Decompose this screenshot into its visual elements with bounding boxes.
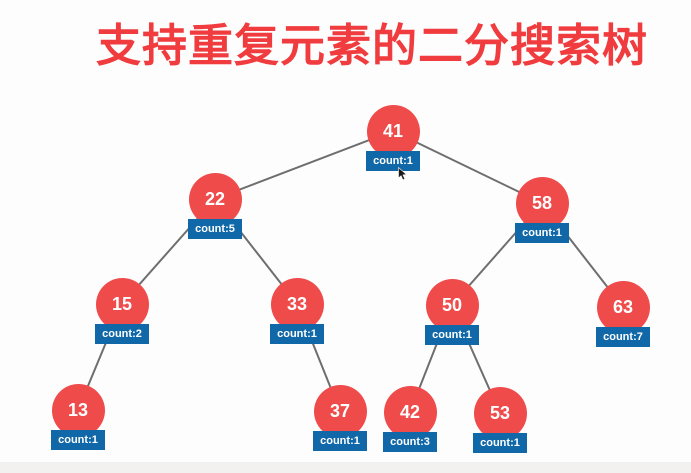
node-value-circle: 15: [95, 277, 149, 331]
node-value-circle: 53: [473, 386, 527, 440]
node-value-circle: 33: [270, 277, 324, 331]
node-value-circle: 13: [51, 383, 105, 437]
node-value-circle: 50: [425, 278, 479, 332]
node-count-badge: count:1: [515, 223, 569, 243]
node-count-badge: count:3: [383, 432, 437, 452]
node-count-badge: count:7: [596, 327, 650, 347]
node-value-circle: 42: [383, 385, 437, 439]
page-title: 支持重复元素的二分搜索树: [96, 20, 649, 71]
node-count-badge: count:1: [51, 430, 105, 450]
node-count-badge: count:1: [425, 325, 479, 345]
node-value-circle: 63: [596, 280, 650, 334]
tree-edge-41-58: [392, 130, 543, 204]
node-count-badge: count:2: [95, 324, 149, 344]
tree-edge-41-22: [214, 130, 394, 200]
node-count-badge: count:1: [270, 324, 324, 344]
node-count-badge: count:5: [188, 219, 242, 239]
node-value-circle: 37: [313, 384, 367, 438]
node-value-circle: 58: [515, 176, 569, 230]
node-value-circle: 22: [188, 172, 242, 226]
node-count-badge: count:1: [313, 431, 367, 451]
bottom-strip: [0, 462, 691, 473]
node-count-badge: count:1: [473, 433, 527, 453]
node-count-badge: count:1: [366, 151, 420, 171]
node-value-circle: 41: [366, 104, 420, 158]
